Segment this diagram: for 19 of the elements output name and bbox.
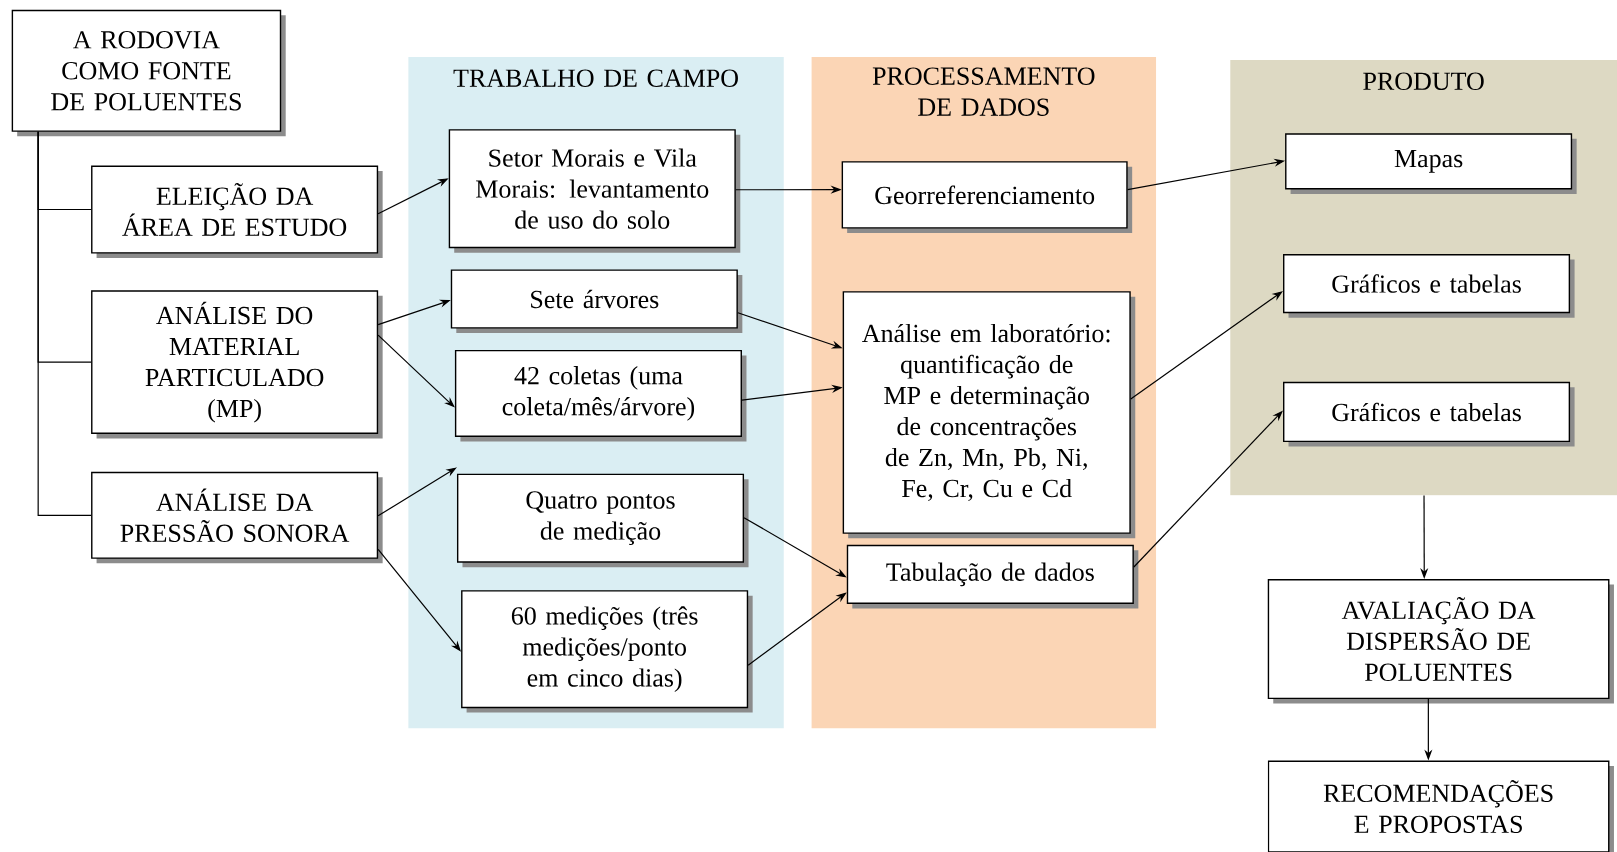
- process-box: A RODOVIA COMO FONTE DE POLUENTES: [11, 9, 286, 137]
- process-box: Gráficos e tabelas: [1283, 381, 1575, 447]
- process-box: Gráficos e tabelas: [1283, 254, 1575, 318]
- process-box: Tabulação de dados: [846, 544, 1139, 609]
- process-box: RECOMENDAÇÕES E PROPOSTAS: [1267, 760, 1614, 852]
- process-box: Sete árvores: [450, 269, 743, 334]
- process-box: Análise em laboratório: quantificação de MP e determinação de concentrações de Zn, Mn, Pb, Ni, Fe, Cr, Cu e Cd: [842, 291, 1136, 539]
- process-box: 60 medições (três medições/ponto em cinco dias): [461, 590, 753, 713]
- process-box: Quatro pontos de medição: [457, 473, 749, 568]
- process-box: 42 coletas (uma coleta/mês/árvore): [454, 349, 747, 442]
- process-box: ELEIÇÃO DA ÁREA DE ESTUDO: [91, 165, 383, 259]
- process-box: ANÁLISE DO MATERIAL PARTICULADO (MP): [91, 290, 383, 439]
- process-box: ANÁLISE DA PRESSÃO SONORA: [91, 471, 383, 564]
- process-box: Setor Morais e Vila Morais: levantamento de uso do solo: [448, 129, 741, 253]
- connector-line: [37, 131, 92, 516]
- process-box: Mapas: [1285, 133, 1577, 194]
- process-box: Georreferenciamento: [841, 161, 1133, 234]
- arrow: [377, 467, 457, 517]
- process-box: AVALIAÇÃO DA DISPERSÃO DE POLUENTES: [1267, 579, 1614, 704]
